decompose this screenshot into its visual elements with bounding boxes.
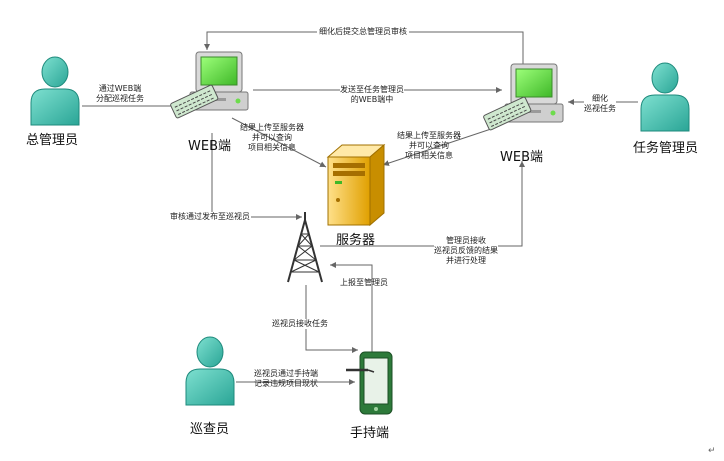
edge-refine-submit xyxy=(204,31,524,66)
web-right-label: WEB端 xyxy=(500,150,543,165)
web-left-label: WEB端 xyxy=(188,139,231,154)
edge-manager-receive xyxy=(320,161,525,247)
upload-right-label: 结果上传至服务器 并可以查询 项目相关信息 xyxy=(397,131,461,160)
inspector-receive-label: 巡视员接收任务 xyxy=(272,319,328,329)
handheld-label: 手持端 xyxy=(350,426,390,441)
edge-inspector-receive xyxy=(305,285,358,353)
record-label: 巡视员通过手持端 记录违规项目现状 xyxy=(254,369,318,388)
manager-receive-label: 管理员接收 巡视员反馈的结果 并进行处理 xyxy=(434,236,498,266)
report-up-label: 上报至管理员 xyxy=(340,278,388,287)
task-manager-label: 任务管理员 xyxy=(633,141,699,156)
antenna-tower-icon xyxy=(287,212,323,283)
web-left-computer-icon xyxy=(170,51,249,119)
chief-manager-person-icon xyxy=(30,56,80,126)
chief-publish-label: 通过WEB端 分配巡视任务 xyxy=(96,84,144,103)
refine-tasks-label: 细化 巡视任务 xyxy=(584,94,616,114)
upload-left-label: 结果上传至服务器 并可以查询 项目相关信息 xyxy=(240,123,304,152)
edge-upload-left xyxy=(231,117,327,168)
chief-manager-label: 总管理员 xyxy=(26,133,79,148)
server-icon xyxy=(326,143,386,227)
task-manager-person-icon xyxy=(640,62,690,132)
server-label: 服务器 xyxy=(336,233,376,248)
edge-report-up xyxy=(330,262,373,352)
approve-publish-label: 审核通过发布至巡视员 xyxy=(169,212,251,222)
handheld-device-icon xyxy=(346,351,393,415)
return-mark: ↵ xyxy=(708,446,716,456)
inspector-person-icon xyxy=(185,336,235,406)
edge-upload-right xyxy=(382,127,495,166)
web-right-computer-icon xyxy=(483,63,564,131)
refine-submit-label: 细化后提交总管理员审核 xyxy=(317,27,409,37)
inspector-label: 巡查员 xyxy=(190,422,230,437)
send-to-task-manager-label: 发送至任务管理员 的WEB端中 xyxy=(340,85,404,105)
